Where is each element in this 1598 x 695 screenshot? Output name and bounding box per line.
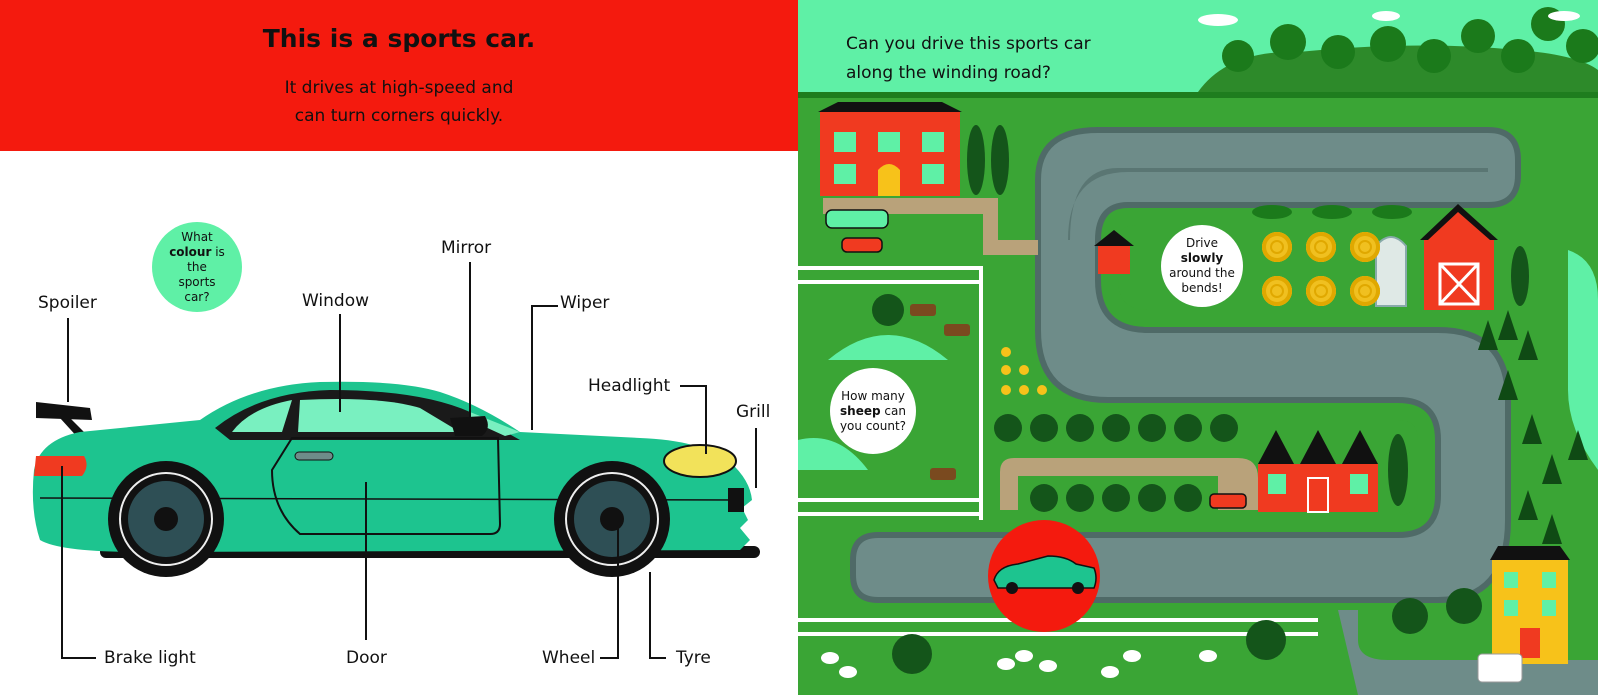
hay-bale bbox=[1306, 232, 1336, 262]
red-house bbox=[818, 102, 962, 196]
clouds bbox=[1198, 11, 1580, 26]
small-barn bbox=[1094, 230, 1134, 274]
rear-window bbox=[232, 400, 292, 432]
drive-text-bold: slowly bbox=[1180, 251, 1224, 265]
exit-road bbox=[1338, 610, 1598, 695]
big-barn bbox=[1420, 204, 1498, 310]
sheep bbox=[821, 650, 1217, 678]
grill bbox=[728, 488, 744, 512]
page-subtitle: It drives at high-speed and can turn cor… bbox=[249, 74, 549, 130]
castle-house bbox=[1258, 430, 1378, 513]
label-leader-lines bbox=[61, 262, 757, 659]
label-window: Window bbox=[302, 291, 370, 311]
right-page: Can you drive this sports car along the … bbox=[798, 0, 1598, 695]
silo bbox=[1375, 236, 1407, 307]
label-spoiler: Spoiler bbox=[38, 293, 97, 313]
yellow-house bbox=[1490, 546, 1570, 664]
lake bbox=[1568, 250, 1598, 470]
label-mirror: Mirror bbox=[441, 238, 492, 258]
hay-bale bbox=[1350, 276, 1380, 306]
label-wheel: Wheel bbox=[542, 648, 596, 668]
horses bbox=[910, 304, 970, 480]
label-door: Door bbox=[346, 648, 387, 668]
flowers bbox=[1001, 347, 1047, 395]
question-text-pre: What bbox=[181, 229, 213, 244]
sports-car-illustration bbox=[32, 262, 760, 659]
sheep-text-bold: sheep bbox=[840, 403, 881, 418]
door bbox=[270, 437, 502, 535]
question-text-post: the sports car? bbox=[178, 259, 216, 304]
brake-light bbox=[34, 456, 87, 476]
sheep-text-pre: How many bbox=[841, 388, 905, 403]
drive-text-pre: Drive bbox=[1186, 236, 1218, 250]
dirt-path-middle bbox=[1000, 458, 1258, 510]
rear-wheel bbox=[108, 461, 224, 577]
bushes bbox=[1252, 205, 1412, 219]
label-wiper: Wiper bbox=[560, 293, 610, 313]
title-band bbox=[0, 0, 798, 151]
map-illustration bbox=[798, 0, 1598, 695]
question-text-bold: colour bbox=[169, 244, 212, 259]
front-wheel bbox=[554, 461, 670, 577]
left-page: This is a sports car. It drives at high-… bbox=[0, 0, 798, 695]
hay-bale bbox=[1262, 276, 1292, 306]
winding-road bbox=[850, 127, 1521, 603]
drive-slowly-bubble: Drive slowly around the bends! bbox=[1161, 225, 1243, 307]
sheep-text-post: can you count? bbox=[839, 403, 907, 433]
subtitle-line-1: It drives at high-speed and bbox=[284, 78, 514, 98]
door-handle bbox=[294, 451, 334, 461]
label-grill: Grill bbox=[736, 402, 771, 422]
sheep-question-bubble: How many sheep can you count? bbox=[830, 368, 916, 454]
headlight bbox=[663, 444, 737, 478]
hill bbox=[1198, 45, 1598, 92]
question-text-mid: is bbox=[215, 244, 225, 259]
fence-left-top bbox=[798, 266, 983, 520]
road-sports-car bbox=[988, 520, 1100, 632]
drive-text-post: around the bends! bbox=[1169, 266, 1235, 295]
road-prompt: Can you drive this sports car along the … bbox=[846, 30, 1091, 88]
prompt-line-2: along the winding road? bbox=[846, 63, 1051, 83]
mirror bbox=[450, 416, 488, 436]
hay-bale bbox=[1262, 232, 1292, 262]
hay-bale bbox=[1350, 232, 1380, 262]
colour-question-bubble: What colour is the sports car? bbox=[152, 222, 242, 312]
label-headlight: Headlight bbox=[588, 376, 671, 396]
tree-row-upper bbox=[994, 414, 1238, 442]
hay-bale bbox=[1306, 276, 1336, 306]
page-title: This is a sports car. bbox=[262, 24, 536, 53]
label-brake-light: Brake light bbox=[104, 648, 196, 668]
side-window bbox=[298, 399, 460, 432]
hill-trees bbox=[1222, 7, 1598, 73]
tree-row-lower bbox=[1030, 484, 1202, 512]
pine-trees bbox=[1478, 310, 1588, 544]
prompt-line-1: Can you drive this sports car bbox=[846, 34, 1091, 54]
label-tyre: Tyre bbox=[676, 648, 711, 668]
subtitle-line-2: can turn corners quickly. bbox=[294, 106, 504, 126]
